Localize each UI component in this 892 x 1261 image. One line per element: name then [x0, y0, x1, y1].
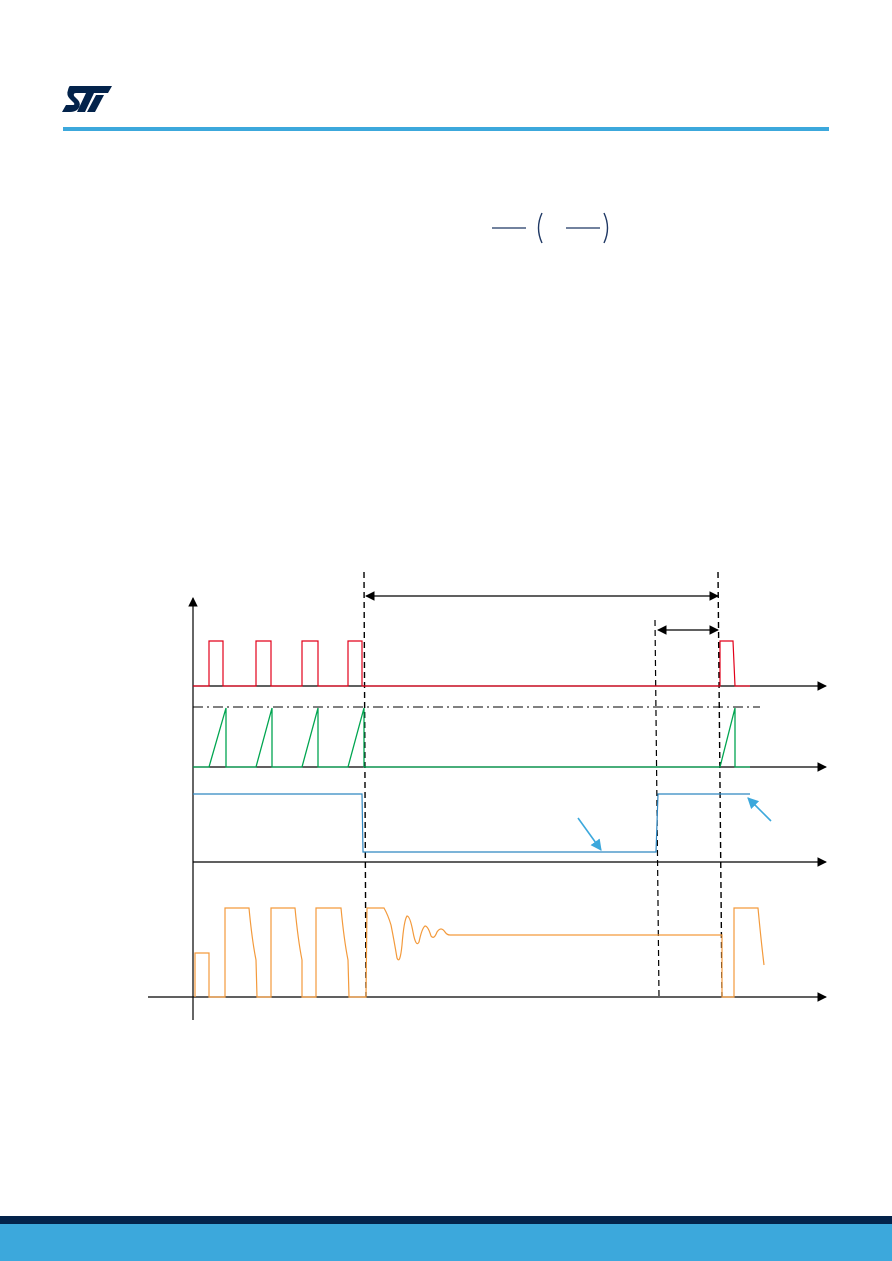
open-parenthesis	[537, 212, 543, 244]
timing-diagram	[148, 571, 827, 1020]
equation-fragment	[492, 212, 609, 244]
level-waveform	[193, 793, 750, 853]
annotation-arrow-low	[577, 817, 602, 851]
dashed-marker-1	[363, 571, 367, 998]
footer-light-band	[0, 1224, 892, 1261]
output-waveform	[194, 907, 765, 998]
close-parenthesis	[603, 212, 609, 244]
dashed-marker-3	[717, 571, 723, 998]
header-rule	[63, 127, 829, 131]
logo-s-glyph	[62, 86, 112, 112]
footer-dark-band	[0, 1216, 892, 1224]
dashed-marker-2	[654, 619, 660, 998]
st-logo-icon	[62, 86, 112, 112]
pulse-waveform	[193, 640, 750, 687]
logo-t-glyph	[87, 95, 104, 112]
annotation-arrow-high	[747, 797, 772, 822]
ramp-waveform	[193, 707, 750, 768]
